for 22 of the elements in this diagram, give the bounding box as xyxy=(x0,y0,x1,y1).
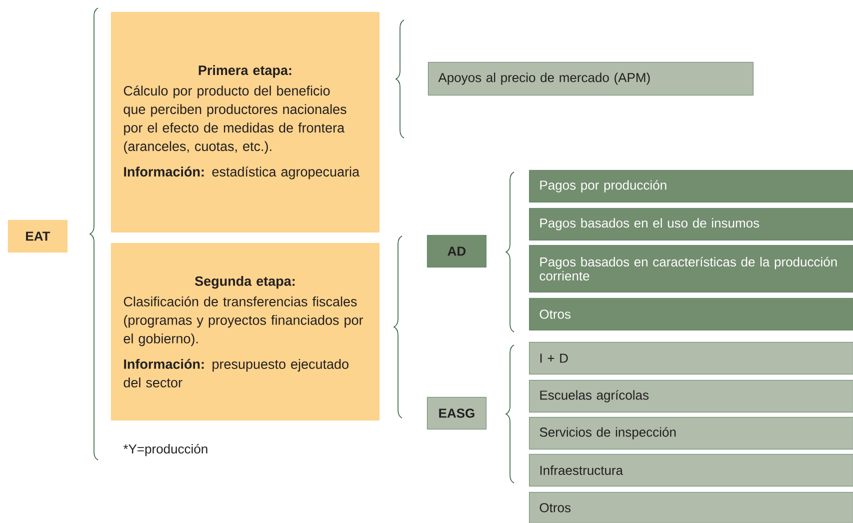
item-box: Apoyos al precio de mercado (APM) xyxy=(428,62,754,96)
stage-heading: Primera etapa: xyxy=(198,65,292,78)
item-box: Pagos por producción xyxy=(529,170,853,202)
description: Cálculo por producto del beneficio que perciben productores nacionales por el efecto de medidas de frontera (aranceles, cuotas, etc.). xyxy=(124,86,346,154)
info-note: Información: presupuesto ejecutado del sector xyxy=(124,358,348,388)
item-box: Infraestructura xyxy=(529,454,853,486)
category-box: EASG xyxy=(427,397,486,430)
item-box: Pagos basados en características de la producción corriente xyxy=(529,245,853,292)
item-box: Otros xyxy=(529,492,853,523)
category-box: AD xyxy=(427,235,486,268)
stage-box xyxy=(111,12,380,232)
item-box: Escuelas agrícolas xyxy=(529,380,853,412)
description: Clasificación de transferencias fiscales (programas y proyectos financiados por el gobierno). xyxy=(124,296,364,346)
stage-heading: Segunda etapa: xyxy=(194,276,295,289)
footnote: *Y=producción xyxy=(123,444,208,456)
stage-box xyxy=(111,243,380,420)
item-box: Servicios de inspección xyxy=(529,417,853,450)
item-box: Pagos basados en el uso de insumos xyxy=(529,208,853,240)
category-box: EAT xyxy=(8,220,68,252)
item-box: I + D xyxy=(529,342,853,374)
item-box: Otros xyxy=(529,298,853,330)
info-note: Información: estadística agropecuaria xyxy=(124,166,360,180)
